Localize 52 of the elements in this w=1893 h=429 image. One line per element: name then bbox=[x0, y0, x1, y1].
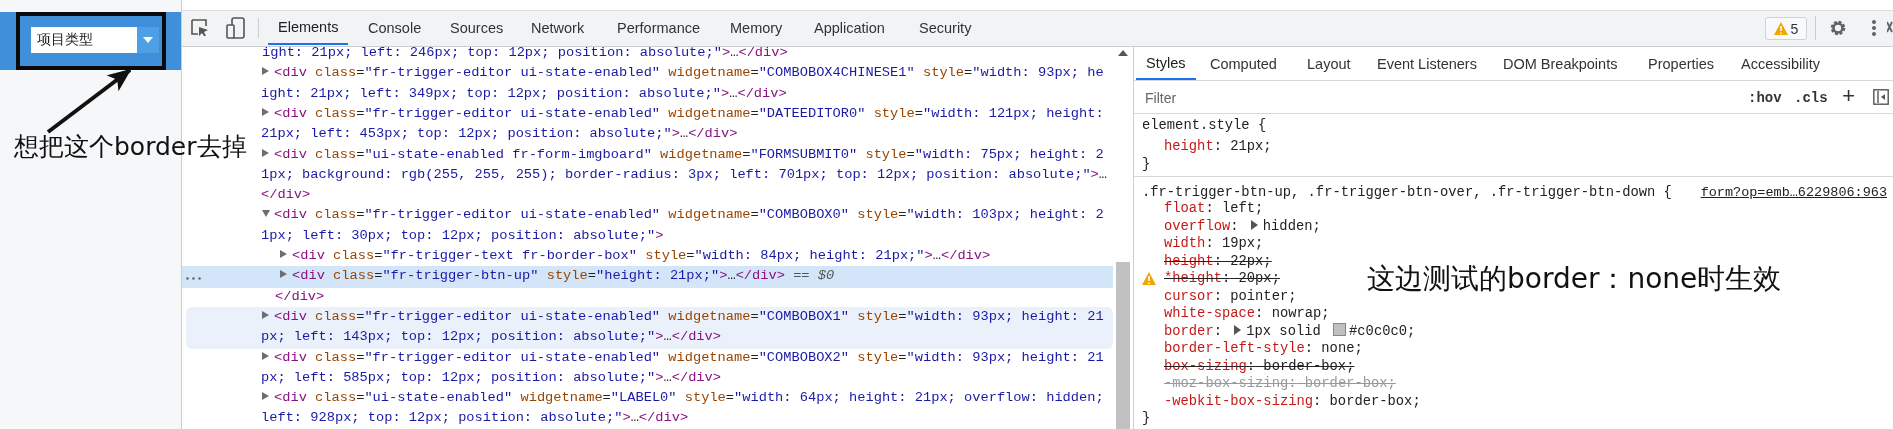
tab: Network bbox=[521, 11, 595, 45]
css-declaration: border-left-style: none; bbox=[1164, 340, 1363, 358]
add-rule-button: + bbox=[1839, 86, 1859, 109]
css-rule-text: .fr-trigger-btn-up, .fr-trigger-btn-over, .fr-trigger-btn-down { bbox=[1142, 184, 1672, 201]
css-declaration: box-sizing: border-box; bbox=[1164, 357, 1355, 376]
css-declaration: float: left; bbox=[1164, 200, 1264, 218]
code-line: </div> bbox=[275, 287, 326, 306]
css-declaration: cursor: pointer; bbox=[1164, 287, 1297, 306]
code-line: <div class="fr-trigger-editor ui-state-enabled" widgetname="COMBOBOX1" style="width: 93px; height: 21px; left: 143px; top: 12px; position: absolute;">…</div> bbox=[261, 306, 1109, 348]
tab: Computed bbox=[1200, 48, 1287, 80]
css-declaration: width: 19px; bbox=[1164, 235, 1264, 253]
tab: DOM Breakpoints bbox=[1493, 48, 1628, 80]
css-declaration: overflow: hidden; bbox=[1164, 217, 1321, 236]
tab: Event Listeners bbox=[1367, 48, 1487, 80]
tab: Console bbox=[358, 11, 432, 45]
css-declaration: height: 21px; bbox=[1164, 138, 1272, 156]
tab: Security bbox=[909, 11, 982, 45]
tab: Memory bbox=[720, 11, 793, 45]
css-declaration: -moz-box-sizing: border-box; bbox=[1164, 375, 1396, 393]
class-button: .cls bbox=[1791, 86, 1831, 109]
css-rule-text: } bbox=[1142, 156, 1151, 174]
css-rule-text: } bbox=[1142, 410, 1151, 428]
hover-state-button: :hov bbox=[1745, 86, 1785, 109]
css-declaration: white-space: nowrap; bbox=[1164, 305, 1330, 323]
css-rule-text: element.style { bbox=[1142, 117, 1267, 135]
annotation-text: 想把这个border去掉 bbox=[14, 132, 247, 162]
tab: Properties bbox=[1638, 48, 1725, 80]
css-declaration: -webkit-box-sizing: border-box; bbox=[1164, 392, 1421, 411]
tab: Layout bbox=[1297, 48, 1361, 80]
code-line: <div class="fr-trigger-editor ui-state-enabled" widgetname="DATEEDITOR0" style="width: 121px; height: 21px; left: 453px; top: 12px; position: absolute;">…</div> bbox=[261, 103, 1109, 145]
code-line: <div class="ui-state-enabled fr-form-imgboard" widgetname="FORMSUBMIT0" style="width: 75px; height: 21px; background: rgb(255, 255, 255); border-radius: 3px; left: 701px; top: 12px; position: absolute;">…</div> bbox=[261, 144, 1109, 206]
code-line: <div class="fr-trigger-text fr-border-box" style="width: 84px; height: 21px;">…</div> bbox=[279, 246, 1109, 267]
tab: Performance bbox=[607, 11, 710, 45]
code-line: <div class="fr-trigger-editor ui-state-enabled" widgetname="COMBOBOX2" style="width: 93px; height: 21px; left: 585px; top: 12px; position: absolute;">…</div> bbox=[261, 347, 1109, 389]
code-line: ight: 21px; left: 246px; top: 12px; position: absolute;">…</div> bbox=[262, 46, 789, 62]
source-link: form?op=emb…6229806:963 bbox=[1700, 184, 1887, 202]
warning-badge: 5 bbox=[1765, 17, 1807, 40]
code-line: <div class="fr-trigger-btn-up" style="height: 21px;">…</div> == $0 bbox=[279, 266, 1109, 287]
code-line: <div class="fr-trigger-editor ui-state-enabled" widgetname="COMBOBOX4CHINESE1" style="width: 93px; height: 21px; left: 349px; top: 12px; position: absolute;">…</div> bbox=[261, 63, 1109, 104]
css-declaration: border: 1px solid #c0c0c0; bbox=[1164, 322, 1416, 341]
dropdown-field: 项目类型 bbox=[31, 27, 159, 53]
code-line: <div class="fr-trigger-editor ui-state-enabled" widgetname="COMBOBOX0" style="width: 103px; height: 21px; left: 30px; top: 12px; position: absolute;"> bbox=[261, 205, 1109, 246]
css-declaration: height: 22px; bbox=[1164, 252, 1272, 271]
tab: Sources bbox=[440, 11, 514, 45]
tab: Elements bbox=[268, 11, 349, 45]
tab: Application bbox=[804, 11, 895, 45]
tab: Accessibility bbox=[1731, 48, 1830, 80]
css-declaration: *height: 20px; bbox=[1164, 270, 1280, 288]
arrow bbox=[46, 68, 132, 134]
annotation-text: 这边测试的border：none时生效 bbox=[1367, 262, 1782, 296]
code-line: <div class="ui-state-enabled" widgetname="LABEL0" style="width: 64px; height: 21px; overflow: hidden; left: 928px; top: 12px; position: absolute;">…</div> bbox=[261, 388, 1109, 429]
highlight-frame bbox=[16, 12, 166, 70]
